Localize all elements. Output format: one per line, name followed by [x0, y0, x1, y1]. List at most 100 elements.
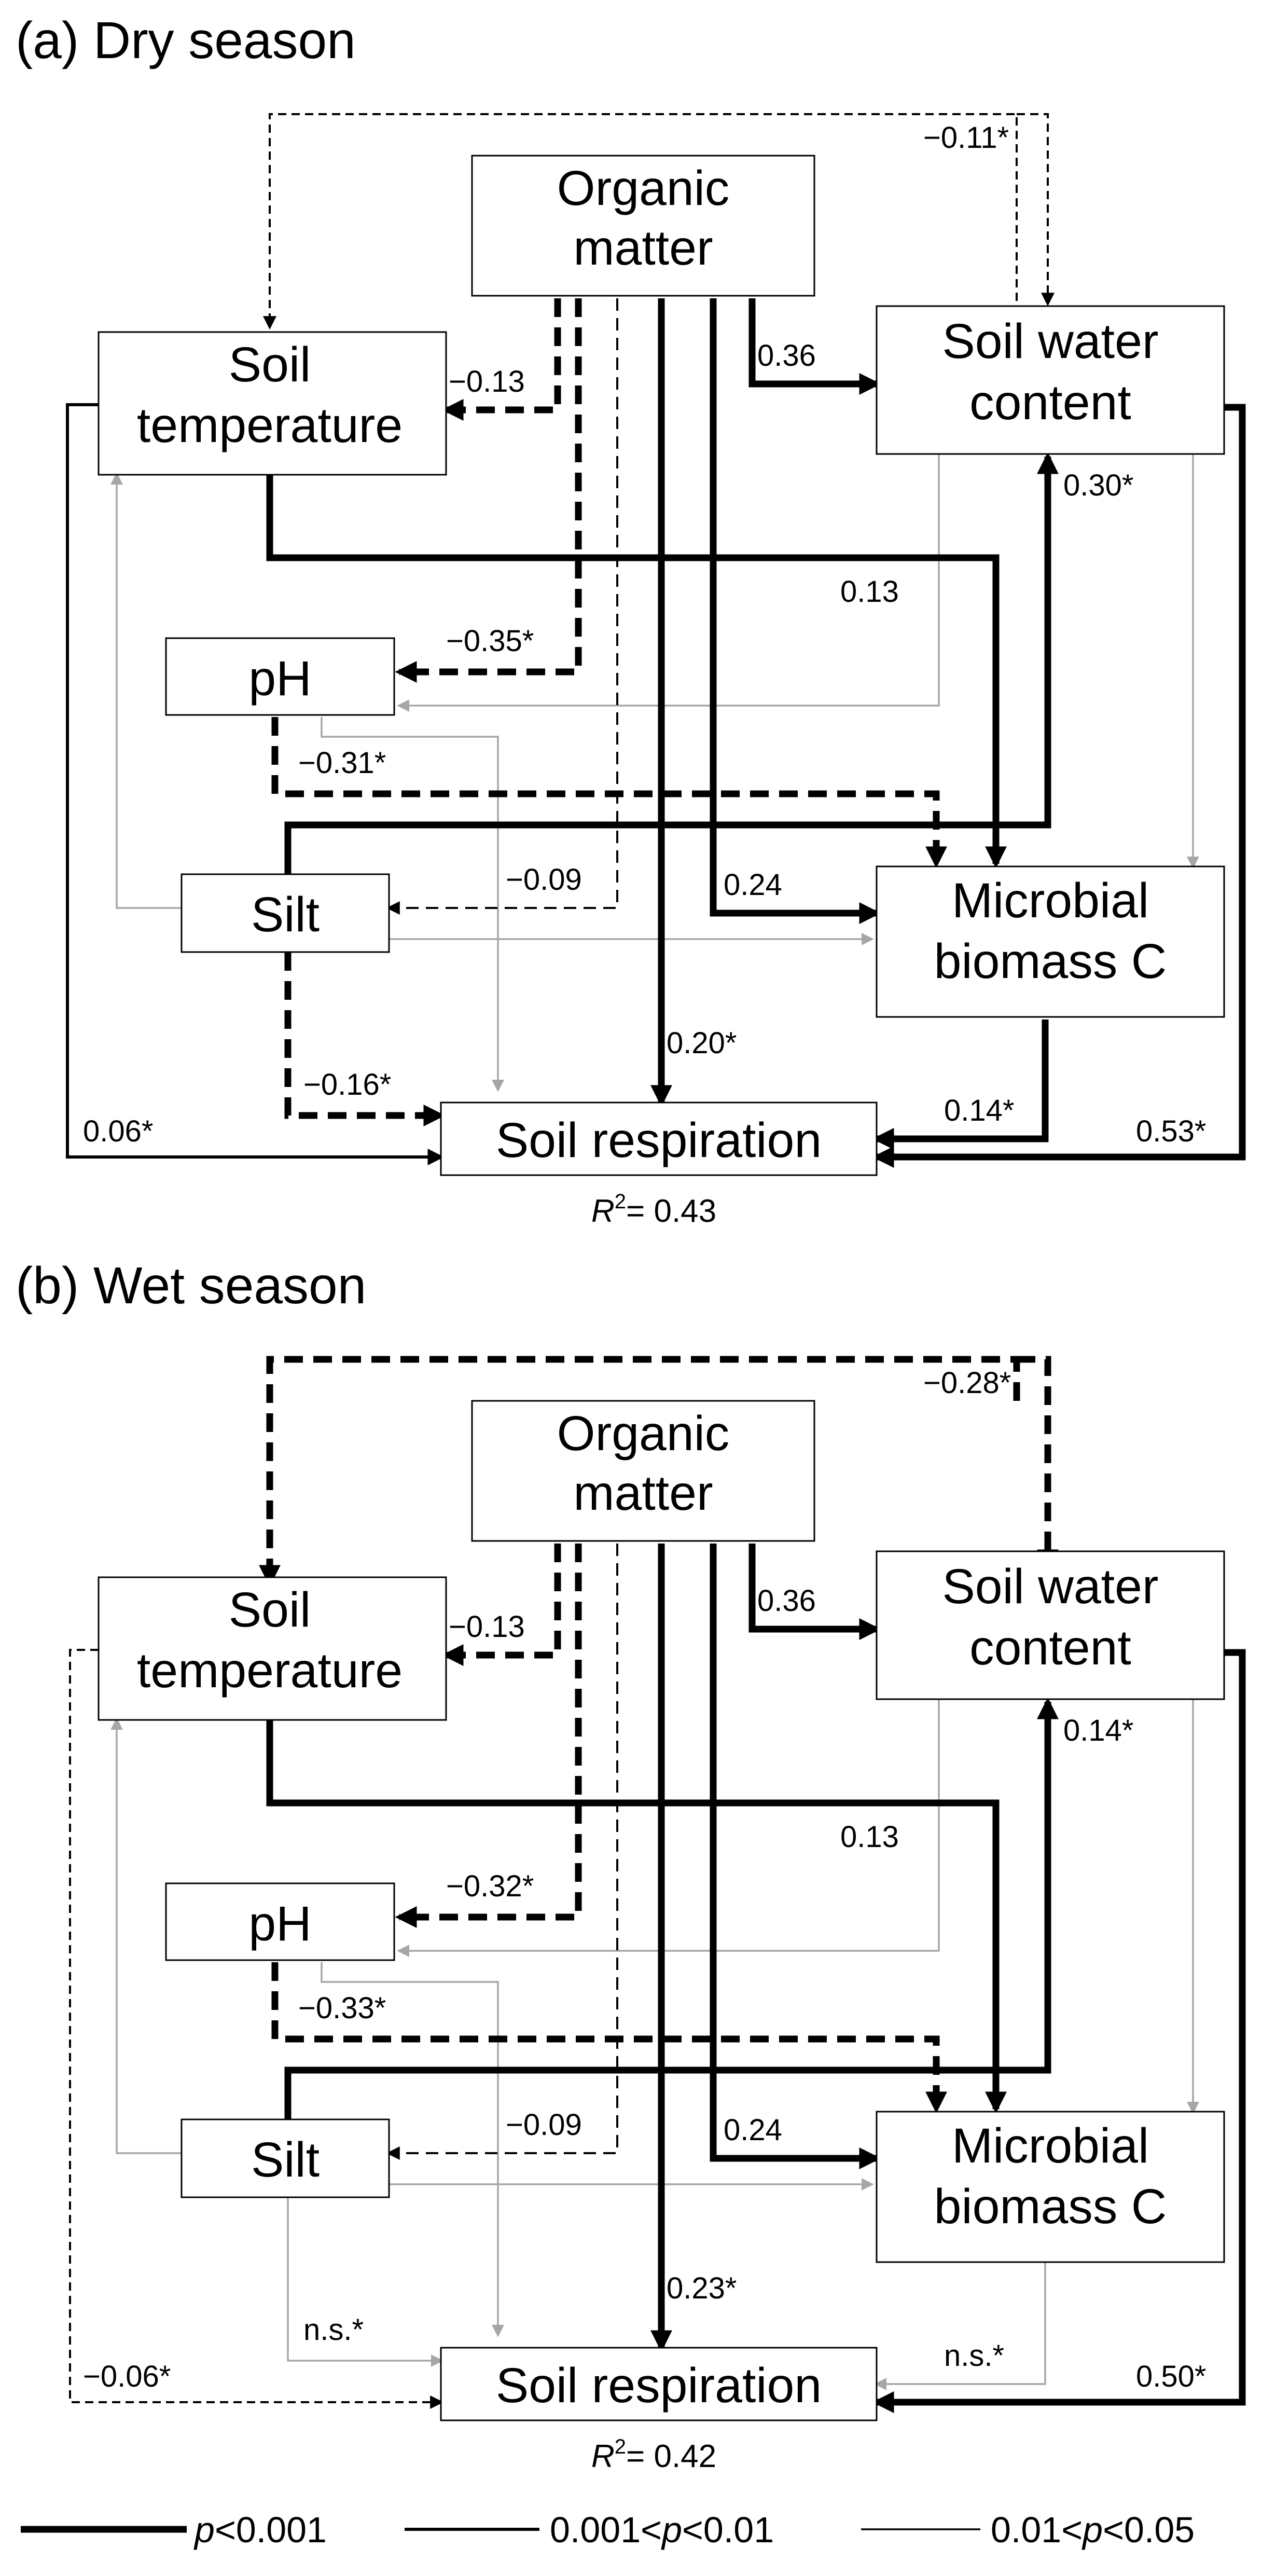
node-soil-temperature	[98, 331, 447, 476]
path-coefficient-om-silt: −0.09	[506, 863, 582, 897]
path-coefficient-st-mb: 0.13	[840, 1820, 899, 1854]
edge-om-to-ph	[395, 1544, 582, 1928]
edge-microbial-to-respiration	[874, 2262, 1046, 2390]
node-label: Soil water	[942, 314, 1158, 369]
edge-ph-to-respiration	[321, 1962, 504, 2337]
edge-swc-to-respiration	[872, 404, 1246, 1168]
path-coefficient-sw-mb: 0.30*	[1063, 469, 1133, 502]
edge-soiltemp-to-microbial	[266, 1720, 1007, 2114]
path-coefficient-om-sw: 0.36	[757, 1584, 816, 1618]
r-squared: R2= 0.43	[591, 1190, 716, 1229]
path-coefficient-om-mb: 0.24	[724, 868, 782, 902]
path-coefficient-om-sw: 0.36	[757, 339, 816, 373]
path-coefficient-om-silt: −0.09	[506, 2108, 582, 2142]
node-ph	[165, 637, 395, 716]
node-box	[181, 2118, 390, 2198]
node-microbial-biomass-c	[876, 2111, 1225, 2263]
path-coefficient-st-mb: 0.13	[840, 575, 899, 609]
node-silt	[181, 2118, 390, 2198]
node-label: pH	[248, 651, 311, 706]
node-box	[471, 1400, 815, 1542]
node-box	[876, 865, 1225, 1018]
path-coefficient-om-ph: −0.32*	[446, 1869, 534, 1903]
node-box	[98, 331, 447, 476]
edge-microbial-to-respiration	[872, 1020, 1049, 1150]
legend-label-mid: 0.001<p<0.01	[550, 2510, 774, 2550]
node-label: matter	[573, 1466, 713, 1521]
node-label: Soil	[229, 1582, 311, 1637]
node-organic-matter	[471, 155, 815, 297]
edge-silt-to-respiration	[284, 952, 446, 1126]
edge-soiltemp-to-microbial	[266, 475, 1007, 869]
path-coefficient-mb-sr: n.s.*	[944, 2339, 1004, 2373]
node-box	[876, 2111, 1225, 2263]
path-coefficient-mb-sr: 0.14*	[944, 1094, 1014, 1127]
edge-top-loop-to-swc	[1017, 113, 1055, 307]
edge-om-to-microbial	[710, 298, 881, 924]
path-coefficient-ph-mb: −0.31*	[298, 746, 386, 780]
node-label: Organic	[557, 161, 730, 216]
node-label: Silt	[251, 887, 320, 942]
edge-om-to-silt	[386, 1544, 618, 2160]
path-coefficient-sw-sr: 0.50*	[1136, 2360, 1206, 2393]
node-label: temperature	[137, 1643, 403, 1698]
edge-silt-to-swc	[284, 452, 1059, 892]
node-label: temperature	[137, 398, 403, 453]
edge-om-to-silt	[386, 298, 618, 915]
edge-silt-to-soiltemp	[110, 1717, 182, 2154]
edge-om-to-soiltemp	[441, 1544, 561, 1666]
path-coefficient-sw-mb: 0.14*	[1063, 1714, 1133, 1747]
node-label: pH	[248, 1896, 311, 1951]
edge-silt-to-soiltemp	[110, 472, 182, 909]
node-organic-matter	[471, 1400, 815, 1542]
node-label: Organic	[557, 1406, 730, 1461]
legend-label-high: p<0.001	[193, 2510, 327, 2550]
node-label: content	[969, 1620, 1131, 1675]
path-coefficient-silt-sr: −0.16*	[303, 1068, 391, 1101]
node-label: Microbial	[952, 2118, 1149, 2173]
r-squared: R2= 0.42	[591, 2435, 716, 2474]
node-label: matter	[573, 221, 713, 275]
edge-silt-to-swc	[284, 1697, 1059, 2138]
node-label: Soil respiration	[496, 1113, 822, 1168]
node-box	[98, 1576, 447, 1721]
edge-ph-to-respiration	[321, 717, 504, 1092]
edge-ph-to-microbial	[271, 1962, 947, 2114]
panel-title: (b) Wet season	[16, 1257, 366, 1315]
edge-soiltemp-to-respiration	[69, 1649, 444, 2409]
node-label: Soil respiration	[496, 2358, 822, 2413]
edge-om-to-microbial	[710, 1544, 881, 2169]
path-coefficient-om-st-sw: −0.11*	[923, 121, 1009, 155]
node-silt	[181, 873, 390, 953]
node-label: Microbial	[952, 873, 1149, 928]
node-label: Soil	[229, 337, 311, 392]
node-box	[876, 305, 1225, 455]
edge-om-to-swc	[748, 1544, 881, 1640]
node-box	[165, 1882, 395, 1961]
edge-swc-to-ph	[397, 1697, 940, 1957]
edge-ph-to-microbial	[271, 717, 947, 869]
path-coefficient-om-ph: −0.35*	[446, 624, 534, 658]
edge-om-to-ph	[395, 298, 582, 683]
edge-top-loop-to-soiltemp	[263, 113, 1018, 330]
node-soil-temperature	[98, 1576, 447, 1721]
node-box	[440, 1101, 878, 1176]
node-soil-respiration	[440, 1101, 878, 1176]
node-label: biomass C	[934, 934, 1167, 989]
edge-om-to-swc	[748, 298, 881, 395]
node-ph	[165, 1882, 395, 1961]
panel-dry-season: (a) Dry season−0.11*0.36−0.130.30*0.13−0…	[16, 11, 1246, 1229]
node-microbial-biomass-c	[876, 865, 1225, 1018]
node-box	[440, 2347, 878, 2421]
node-soil-water-content	[876, 305, 1225, 455]
path-coefficient-om-st: −0.13	[449, 1610, 525, 1644]
node-box	[876, 1550, 1225, 1700]
panel-wet-season: (b) Wet season−0.28*0.36−0.130.14*0.13−0…	[16, 1257, 1246, 2474]
edge-top-loop-to-soiltemp	[259, 1356, 1020, 1587]
edge-soiltemp-to-respiration	[66, 403, 445, 1165]
path-coefficient-silt-sr: n.s.*	[303, 2313, 364, 2347]
path-coefficient-sw-sr: 0.53*	[1136, 1114, 1206, 1148]
node-box	[165, 637, 395, 716]
node-box	[181, 873, 390, 953]
